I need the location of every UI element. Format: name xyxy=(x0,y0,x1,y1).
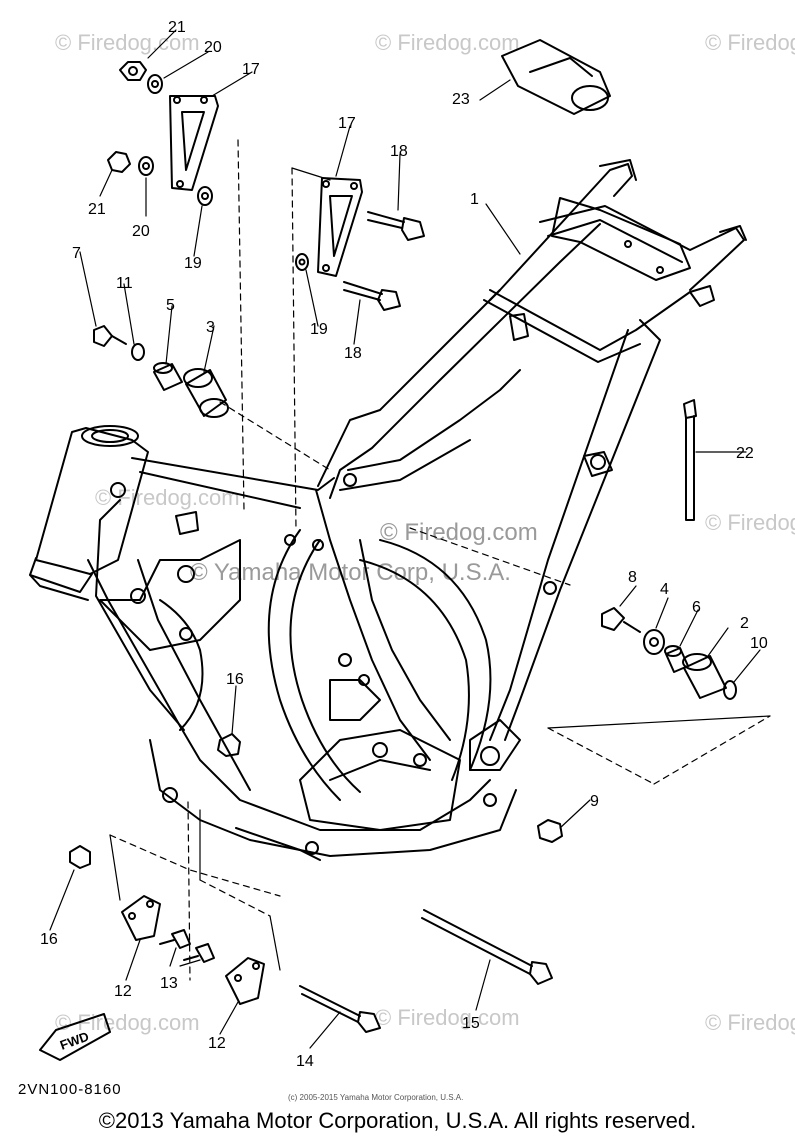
leader-lines xyxy=(109,139,771,981)
nut-16-lower xyxy=(69,845,91,869)
callout-5: 5 xyxy=(166,297,175,314)
callout-16-center: 16 xyxy=(226,671,244,688)
bolt-7 xyxy=(93,325,127,347)
callout-8: 8 xyxy=(628,569,637,586)
callout-17-right: 17 xyxy=(338,115,356,132)
watermark-center-site: © Firedog.com xyxy=(380,519,538,546)
callout-18-lower: 18 xyxy=(344,345,362,362)
watermark-top-left: © Firedog.com xyxy=(55,30,200,55)
watermark-bottom-center: © Firedog.com xyxy=(375,1005,520,1030)
damper-3 xyxy=(183,368,229,418)
bolt-15 xyxy=(421,909,553,985)
watermark-top-center: © Firedog.com xyxy=(375,30,520,55)
callout-7: 7 xyxy=(72,245,81,262)
callout-14: 14 xyxy=(296,1053,314,1070)
washer-19-left xyxy=(197,186,213,206)
damper-2 xyxy=(682,653,727,699)
callout-20-lower: 20 xyxy=(132,223,150,240)
bracket-12-right xyxy=(225,957,265,1005)
bolt-13-a xyxy=(159,929,191,949)
callout-4: 4 xyxy=(660,581,669,598)
bolt-18-upper xyxy=(367,211,425,241)
callout-19-left: 19 xyxy=(184,255,202,272)
callout-17-left: 17 xyxy=(242,61,260,78)
watermark-mid-right: © Firedog.com xyxy=(705,510,795,535)
collar-4 xyxy=(643,629,665,655)
bolt-8 xyxy=(601,607,641,633)
callout-10: 10 xyxy=(750,635,768,652)
watermarks: © Firedog.com © Firedog.com © Firedog.co… xyxy=(55,30,795,1035)
drawing-code: 2VN100-8160 xyxy=(18,1081,122,1098)
collar-5 xyxy=(153,362,183,391)
watermark-top-right: © Firedog.com xyxy=(705,30,795,55)
nut-9 xyxy=(537,819,563,843)
callout-labels: 1 2 3 4 5 6 7 8 9 10 11 12 12 13 14 15 1… xyxy=(40,19,768,1070)
callout-2: 2 xyxy=(740,615,749,632)
nut-21-top xyxy=(119,61,147,81)
callout-18-upper: 18 xyxy=(390,143,408,160)
callout-20-top: 20 xyxy=(204,39,222,56)
callout-15: 15 xyxy=(462,1015,480,1032)
callout-6: 6 xyxy=(692,599,701,616)
washer-19-right xyxy=(295,253,309,271)
callout-19-right: 19 xyxy=(310,321,328,338)
callout-21-lower: 21 xyxy=(88,201,106,218)
callout-12-left: 12 xyxy=(114,983,132,1000)
watermark-center-corp: © Yamaha Motor Corp, U.S.A. xyxy=(190,559,511,586)
callout-3: 3 xyxy=(206,319,215,336)
bracket-17-right xyxy=(317,177,363,277)
callout-12-right: 12 xyxy=(208,1035,226,1052)
band-22 xyxy=(683,399,697,521)
bracket-17-left xyxy=(169,95,219,191)
callout-11: 11 xyxy=(116,275,133,292)
watermark-bottom-right: © Firedog.com xyxy=(705,1010,795,1035)
washer-10 xyxy=(723,680,737,700)
callout-1: 1 xyxy=(470,191,479,208)
frame-part-1 xyxy=(29,159,747,861)
washer-20-lower xyxy=(138,156,154,176)
callout-16-lower: 16 xyxy=(40,931,58,948)
callout-21-top: 21 xyxy=(168,19,186,36)
cap-23 xyxy=(501,39,611,115)
bolt-18-lower xyxy=(343,281,401,311)
small-copyright-notice: (c) 2005-2015 Yamaha Motor Corporation, … xyxy=(288,1093,463,1102)
callout-13: 13 xyxy=(160,975,178,992)
bolt-14 xyxy=(299,985,381,1033)
callout-9: 9 xyxy=(590,793,599,810)
nut-21-lower xyxy=(107,151,131,173)
washer-20-top xyxy=(147,74,163,94)
copyright-footer: ©2013 Yamaha Motor Corporation, U.S.A. A… xyxy=(98,1108,697,1133)
bracket-12-left xyxy=(121,895,161,941)
callout-23: 23 xyxy=(452,91,470,108)
callout-leaders xyxy=(49,29,761,1049)
bolt-13-b xyxy=(183,943,215,963)
solid-leader-lines xyxy=(109,167,771,971)
callout-22: 22 xyxy=(736,445,754,462)
washer-11 xyxy=(131,343,145,361)
